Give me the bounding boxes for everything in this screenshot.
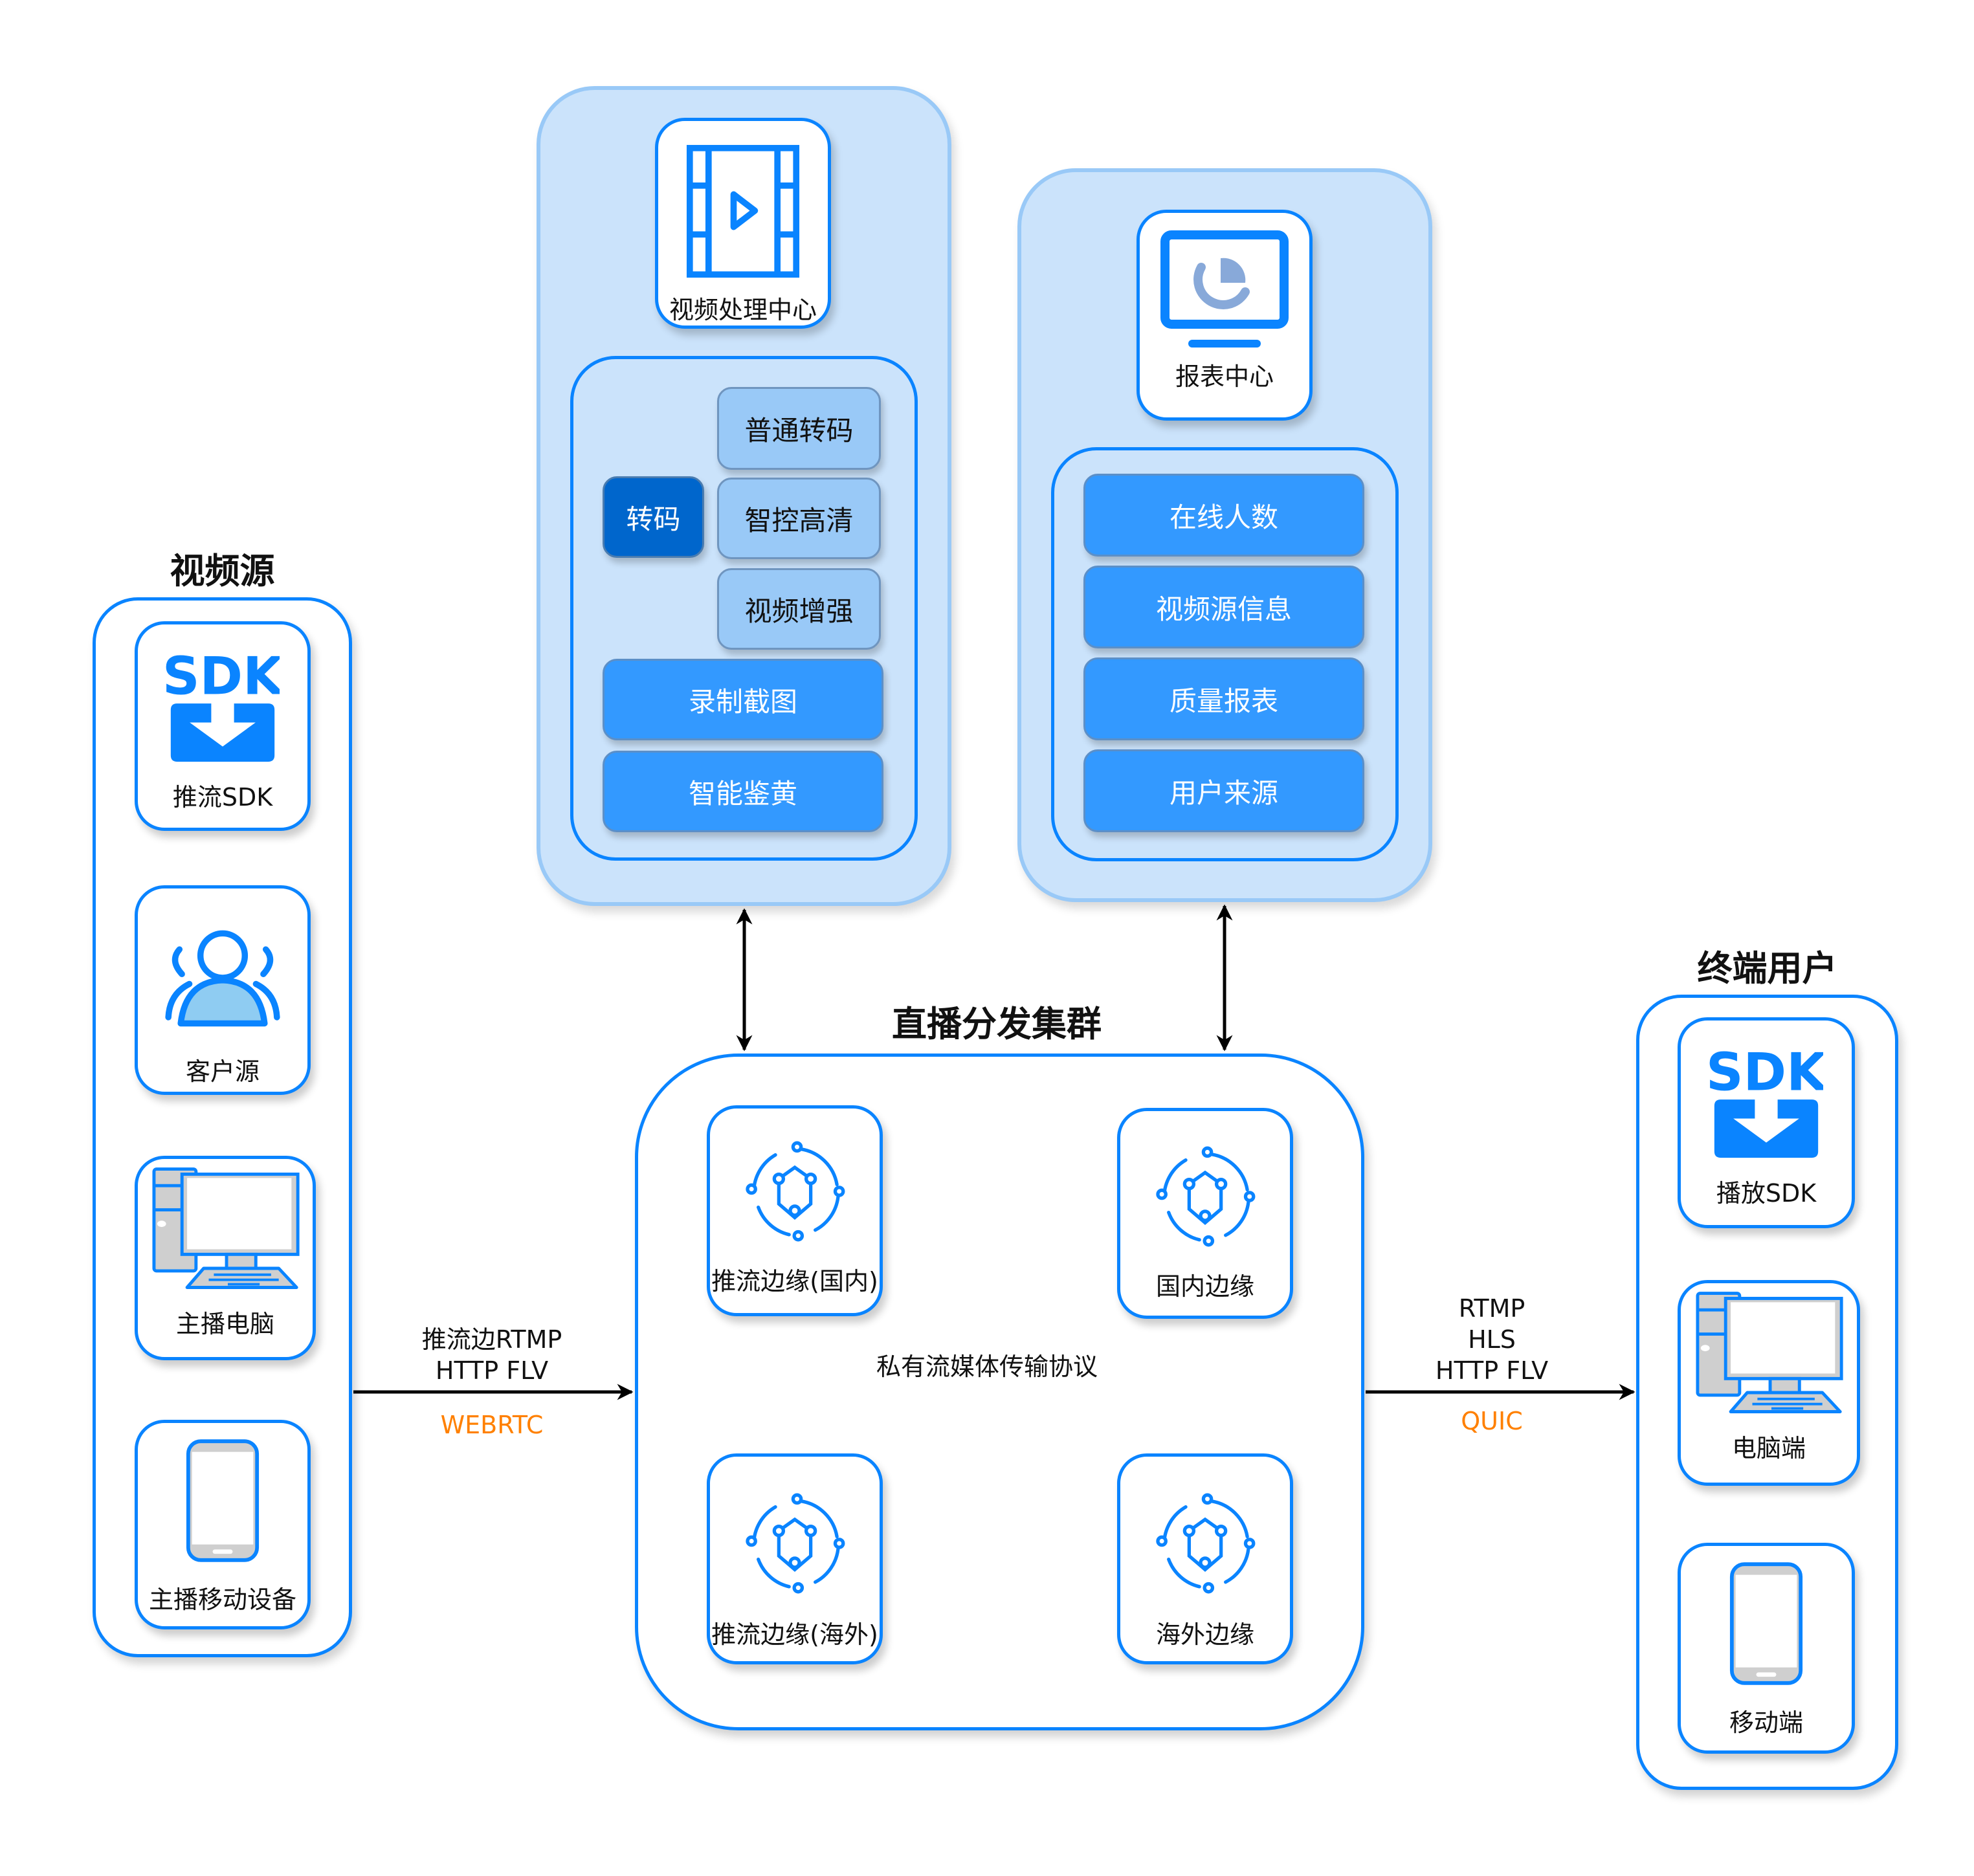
delivery-protocol-highlight: QUIC [1461,1407,1523,1435]
delivery-protocol-labels: RTMP HLS HTTP FLV [1369,1293,1615,1386]
video-processing-header-card[interactable]: 视频处理中心 [655,118,831,329]
source-card-customer[interactable]: 客户源 [135,885,311,1095]
sdk-download-icon [1709,1043,1823,1163]
cluster-node-push-edge-overseas[interactable]: 推流边缘(海外) [707,1453,883,1664]
delivery-protocol-line: RTMP [1458,1294,1525,1323]
delivery-protocol-line: HTTP FLV [1435,1356,1549,1385]
source-card-push-sdk[interactable]: 推流SDK [135,621,311,831]
source-card-anchor-mobile[interactable]: 主播移动设备 [135,1420,311,1629]
mobile-phone-icon [1729,1559,1804,1688]
users-group-icon [159,925,286,1030]
ingest-protocol-highlight: WEBRTC [440,1411,544,1439]
card-label: 报表中心 [1175,362,1274,391]
end-user-card-mobile[interactable]: 移动端 [1678,1543,1855,1754]
video-source-title: 视频源 [170,551,275,591]
cluster-title: 直播分发集群 [892,1004,1102,1044]
ingest-protocol-line: 推流边RTMP [421,1325,562,1354]
card-label: 移动端 [1729,1708,1803,1737]
end-users-title: 终端用户 [1697,948,1837,989]
transcode-option-smart-hd[interactable]: 智控高清 [717,478,881,559]
report-video-source-info[interactable]: 视频源信息 [1083,566,1364,648]
card-label: 客户源 [185,1057,260,1086]
video-film-play-icon [686,144,800,278]
card-label: 海外边缘 [1155,1620,1254,1649]
card-label: 推流边缘(国内) [711,1267,878,1296]
report-quality[interactable]: 质量报表 [1083,657,1364,740]
ingest-protocol-line: HTTP FLV [435,1356,549,1385]
mobile-phone-icon [185,1436,260,1565]
card-label: 主播移动设备 [148,1585,296,1614]
card-label: 电脑端 [1731,1434,1806,1462]
network-hexagon-icon [1148,1140,1262,1253]
transcode-button[interactable]: 转码 [603,476,704,558]
desktop-computer-icon [151,1165,304,1295]
card-label: 播放SDK [1716,1179,1817,1208]
network-hexagon-icon [738,1134,852,1248]
card-label: 推流SDK [172,783,273,811]
card-label: 视频处理中心 [669,296,817,324]
transcode-option-normal[interactable]: 普通转码 [717,387,881,470]
card-label: 主播电脑 [175,1310,274,1338]
report-online-count[interactable]: 在线人数 [1083,474,1364,557]
network-hexagon-icon [738,1486,852,1600]
end-user-card-player-sdk[interactable]: 播放SDK [1678,1017,1855,1228]
feature-record-snapshot[interactable]: 录制截图 [603,659,883,740]
source-card-anchor-pc[interactable]: 主播电脑 [135,1156,316,1360]
network-hexagon-icon [1148,1486,1262,1600]
cluster-node-push-edge-domestic[interactable]: 推流边缘(国内) [707,1105,883,1316]
sdk-download-icon [166,646,280,767]
card-label: 国内边缘 [1155,1272,1254,1301]
desktop-computer-icon [1695,1290,1848,1419]
transcode-option-video-enhance[interactable]: 视频增强 [717,568,881,650]
monitor-pie-chart-icon [1160,230,1289,348]
card-label: 推流边缘(海外) [711,1620,878,1649]
report-center-header-card[interactable]: 报表中心 [1137,210,1313,421]
cluster-node-overseas-edge[interactable]: 海外边缘 [1117,1453,1293,1664]
ingest-protocol-labels: 推流边RTMP HTTP FLV [362,1324,621,1386]
feature-porn-detection[interactable]: 智能鉴黄 [603,751,883,832]
delivery-protocol-line: HLS [1468,1325,1516,1354]
cluster-node-domestic-edge[interactable]: 国内边缘 [1117,1108,1293,1319]
end-user-card-pc[interactable]: 电脑端 [1678,1280,1860,1486]
report-user-source[interactable]: 用户来源 [1083,749,1364,832]
internal-protocol-label: 私有流媒体传输协议 [876,1352,1098,1381]
